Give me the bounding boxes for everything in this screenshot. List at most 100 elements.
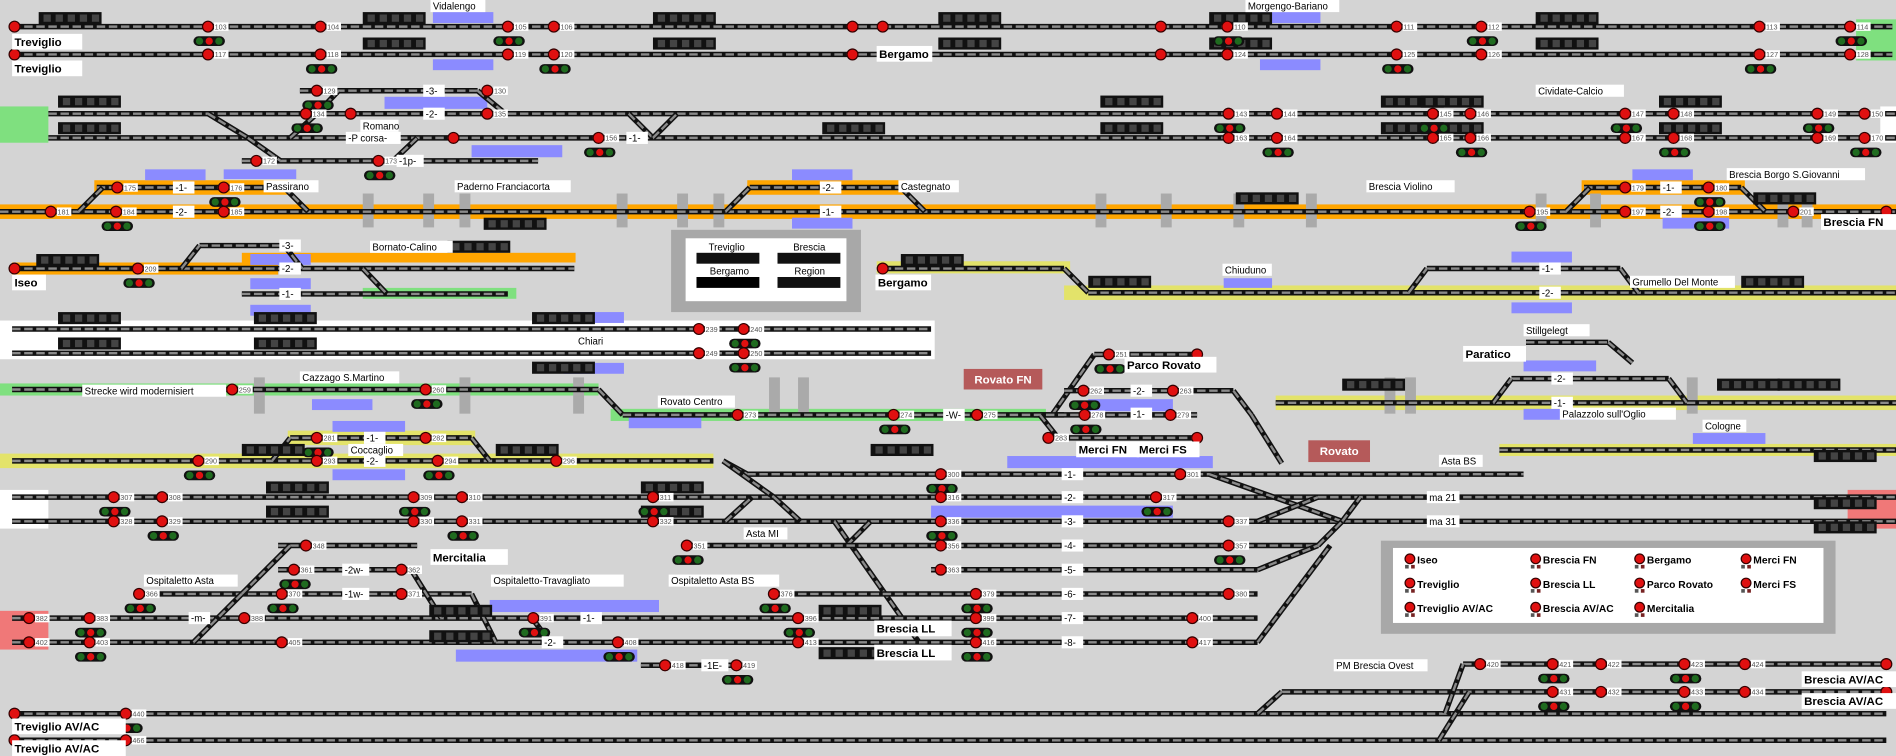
signal-290[interactable]: 290 xyxy=(183,454,219,481)
signal-127[interactable]: 127 xyxy=(1744,48,1780,74)
signal-169[interactable]: 169 xyxy=(1811,131,1838,144)
signal-332[interactable]: 332 xyxy=(646,515,674,528)
signal-402[interactable]: 402 xyxy=(22,636,50,649)
signal-293[interactable]: 293 xyxy=(310,454,338,467)
signal-red-icon[interactable] xyxy=(1222,587,1235,600)
legend-item[interactable]: Brescia AV/AC xyxy=(1530,601,1614,617)
signal-red-icon[interactable] xyxy=(1164,408,1177,421)
signal-163[interactable]: 163 xyxy=(1222,131,1250,144)
signal-red-icon[interactable] xyxy=(1221,48,1234,61)
signal-278[interactable]: 278 xyxy=(1070,408,1106,435)
route-display-bergamo[interactable] xyxy=(696,276,760,288)
signal-red-icon[interactable] xyxy=(238,612,251,625)
signal-red-icon[interactable] xyxy=(131,262,144,275)
signal-red-icon[interactable] xyxy=(1546,685,1559,698)
signal-370[interactable]: 370 xyxy=(267,587,303,614)
signal-434[interactable]: 434 xyxy=(1738,685,1766,698)
signal-red-icon[interactable] xyxy=(22,636,36,649)
signal-275[interactable]: 275 xyxy=(970,408,998,421)
signal-408[interactable]: 408 xyxy=(603,636,639,662)
legend-item[interactable]: Treviglio xyxy=(1404,577,1459,593)
signal-red-icon[interactable] xyxy=(299,107,312,120)
signal-red-icon[interactable] xyxy=(737,347,750,360)
route-display-brescia[interactable] xyxy=(777,252,841,264)
signal-180[interactable]: 180 xyxy=(1694,181,1730,207)
signal-red-icon[interactable] xyxy=(133,587,146,600)
signal-421[interactable]: 421 xyxy=(1538,658,1574,684)
signal-red-icon[interactable] xyxy=(192,454,205,467)
signal-283[interactable]: 283 xyxy=(1042,431,1069,444)
signal-175[interactable]: 175 xyxy=(111,181,138,194)
signal-red-icon[interactable] xyxy=(646,515,660,528)
signal-red-icon[interactable] xyxy=(1667,107,1680,120)
signal-red-icon[interactable] xyxy=(110,205,123,218)
signal-363[interactable]: 363 xyxy=(934,563,962,576)
signal-262[interactable]: 262 xyxy=(1068,384,1104,411)
signal-146[interactable]: 146 xyxy=(1464,107,1491,120)
signal-351[interactable]: 351 xyxy=(672,539,708,565)
signal-260[interactable]: 260 xyxy=(411,383,447,409)
signal-110[interactable]: 110 xyxy=(1212,20,1248,46)
signal-209[interactable]: 209 xyxy=(123,262,159,288)
signal-red-icon[interactable] xyxy=(1102,348,1115,361)
signal-201[interactable]: 201 xyxy=(1787,205,1814,218)
signal-red-icon[interactable] xyxy=(969,636,982,649)
signal-red-icon[interactable] xyxy=(876,20,889,33)
signal-red-icon[interactable] xyxy=(287,563,300,576)
signal-red-icon[interactable] xyxy=(1149,491,1163,504)
signal-red-icon[interactable] xyxy=(419,431,432,444)
signal-red-icon[interactable] xyxy=(1738,658,1751,671)
route-display-treviglio[interactable] xyxy=(696,252,760,264)
signal-red-icon[interactable] xyxy=(407,491,420,504)
signal-red-icon[interactable] xyxy=(501,48,514,61)
signal-red-icon[interactable] xyxy=(1390,20,1403,33)
signal-308[interactable]: 308 xyxy=(155,491,183,504)
signal-124[interactable]: 124 xyxy=(1221,48,1248,61)
signal-143[interactable]: 143 xyxy=(1214,107,1250,134)
signal-red-icon[interactable] xyxy=(1426,131,1439,144)
legend-item[interactable]: Brescia FN xyxy=(1530,553,1597,569)
signal-330[interactable]: 330 xyxy=(407,515,435,528)
signal-166[interactable]: 166 xyxy=(1455,131,1491,158)
signal-134[interactable]: 134 xyxy=(291,107,327,134)
signal-361[interactable]: 361 xyxy=(279,563,315,590)
signal-112[interactable]: 112 xyxy=(1466,20,1502,46)
legend-item[interactable]: Merci FS xyxy=(1740,577,1796,593)
signal-281[interactable]: 281 xyxy=(302,431,338,458)
signal-129[interactable]: 129 xyxy=(302,84,338,111)
signal-336[interactable]: 336 xyxy=(926,515,962,541)
signal-348[interactable]: 348 xyxy=(299,539,327,552)
signal-red-icon[interactable] xyxy=(1619,131,1632,144)
signal-red-icon[interactable] xyxy=(1174,468,1187,481)
signal-red-icon[interactable] xyxy=(1619,107,1632,120)
signal-167[interactable]: 167 xyxy=(1619,131,1646,144)
signal-red-icon[interactable] xyxy=(83,612,96,625)
signal-red-icon[interactable] xyxy=(8,20,21,33)
signal-279[interactable]: 279 xyxy=(1164,408,1192,421)
signal-388[interactable]: 388 xyxy=(238,612,265,625)
signal-156[interactable]: 156 xyxy=(584,131,620,158)
signal-417[interactable]: 417 xyxy=(1186,636,1213,649)
signal-red-icon[interactable] xyxy=(1186,612,1199,625)
signal-198[interactable]: 198 xyxy=(1694,205,1730,232)
signal-red-icon[interactable] xyxy=(737,322,750,336)
signal-red-icon[interactable] xyxy=(876,262,889,275)
signal-red-icon[interactable] xyxy=(1880,658,1893,671)
signal-red-icon[interactable] xyxy=(1811,131,1824,144)
signal-red-icon[interactable] xyxy=(310,454,323,467)
signal-red-icon[interactable] xyxy=(767,587,780,600)
signal-red-icon[interactable] xyxy=(547,20,560,33)
signal-red-icon[interactable] xyxy=(1426,107,1439,120)
signal-405[interactable]: 405 xyxy=(275,636,303,649)
signal-red-icon[interactable] xyxy=(8,707,21,720)
signal-red-icon[interactable] xyxy=(1222,539,1235,552)
signal-382[interactable]: 382 xyxy=(22,612,50,625)
signal-red-icon[interactable] xyxy=(1166,384,1179,397)
signal-328[interactable]: 328 xyxy=(107,515,135,528)
legend-item[interactable]: Parco Rovato xyxy=(1634,577,1713,593)
signal-185[interactable]: 185 xyxy=(217,205,245,218)
signal-red-icon[interactable] xyxy=(1475,20,1488,33)
signal-422[interactable]: 422 xyxy=(1594,658,1622,671)
signal-red-icon[interactable] xyxy=(550,454,563,467)
signal-red-icon[interactable] xyxy=(1858,107,1871,120)
